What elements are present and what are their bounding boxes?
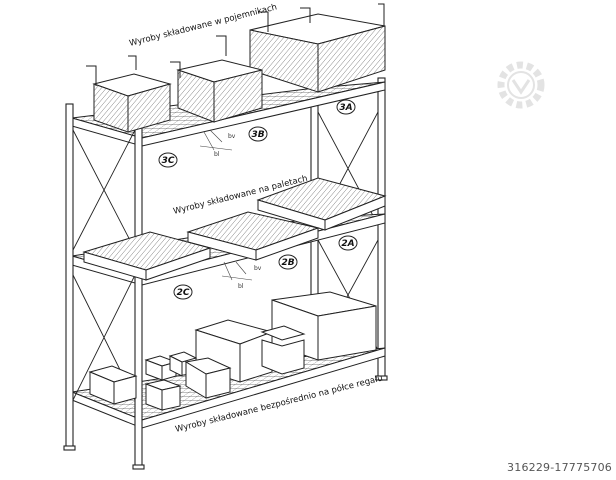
dimension-bl-top: bl	[214, 151, 220, 158]
callout-3c-bubble	[158, 152, 178, 168]
callout-3b: 3B	[251, 130, 264, 140]
dimension-marks	[199, 129, 253, 281]
callout-3a-bubble	[336, 99, 356, 115]
front-frame	[63, 103, 388, 470]
callout-2a-bubble	[338, 235, 358, 251]
pallet-center	[186, 211, 320, 261]
gear-logo-icon	[497, 61, 545, 109]
callout-3c: 3C	[162, 156, 175, 166]
callout-2b-bubble	[278, 254, 298, 270]
dimension-bv-middle: bv	[254, 265, 262, 272]
dimension-bl-middle: bl	[238, 283, 244, 290]
boxes-on-shelf	[88, 291, 377, 411]
reference-number: 316229-17775706	[507, 461, 612, 474]
callout-3a: 3A	[339, 103, 352, 113]
container-small	[86, 55, 172, 133]
pallet-left	[82, 231, 212, 281]
callout-2b: 2B	[281, 258, 294, 268]
pallet-right	[256, 177, 387, 231]
dimension-bv-top: bv	[228, 133, 236, 140]
callout-2c: 2C	[177, 288, 190, 298]
container-large	[249, 3, 386, 93]
callout-2c-bubble	[173, 284, 193, 300]
container-middle	[170, 35, 263, 123]
callout-2a: 2A	[341, 239, 354, 249]
callout-3b-bubble	[248, 126, 268, 142]
